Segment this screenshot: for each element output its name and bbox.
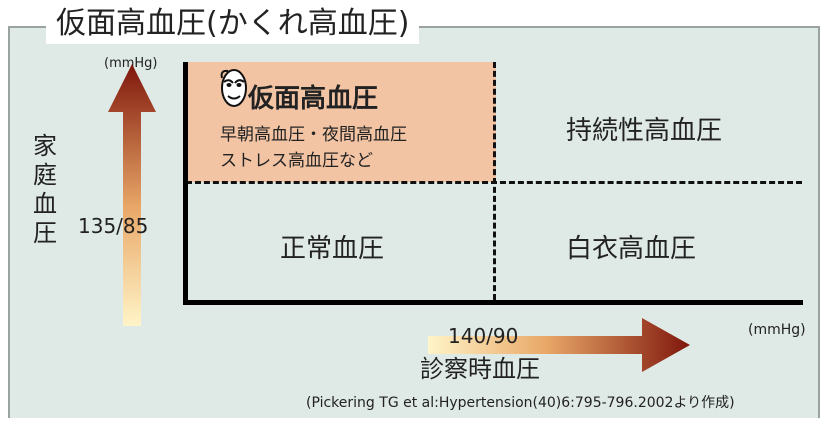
y-axis-label-char: 圧 [33, 219, 57, 247]
normal-bp-label: 正常血圧 [280, 234, 385, 264]
sustained-hypertension-label: 持続性高血圧 [566, 116, 723, 146]
masked-examples-line-2: ストレス高血圧など [220, 151, 373, 171]
masked-hypertension-title: 仮面高血圧 [248, 84, 379, 114]
y-axis-label: 家 庭 血 圧 [30, 132, 60, 248]
y-axis-label-char: 庭 [33, 161, 57, 189]
theater-mask-icon [220, 69, 247, 107]
masked-hypertension-quadrant: 仮面高血圧 早朝高血圧・夜間高血圧 ストレス高血圧など [186, 62, 496, 182]
vertical-gradient-arrow [108, 64, 156, 326]
y-threshold-label: 135/85 [78, 214, 149, 238]
x-threshold-label: 140/90 [448, 324, 519, 348]
diagram-title: 仮面高血圧(かくれ高血圧) [46, 4, 420, 44]
citation: (Pickering TG et al:Hypertension(40)6:79… [306, 395, 735, 411]
x-axis-unit: (mmHg) [748, 322, 806, 338]
masked-hypertension-examples: 早朝高血圧・夜間高血圧 ストレス高血圧など [220, 122, 407, 174]
x-axis-label: 診察時血圧 [420, 355, 540, 383]
y-axis-label-char: 家 [33, 132, 57, 160]
vertical-threshold-line [493, 62, 496, 300]
horizontal-gradient-arrow [428, 318, 690, 372]
y-axis-line [183, 62, 188, 305]
masked-examples-line-1: 早朝高血圧・夜間高血圧 [220, 125, 407, 145]
white-coat-hypertension-label: 白衣高血圧 [566, 234, 697, 264]
y-axis-label-char: 血 [33, 190, 57, 218]
x-axis-line [183, 300, 803, 305]
y-axis-unit: (mmHg) [104, 56, 158, 71]
